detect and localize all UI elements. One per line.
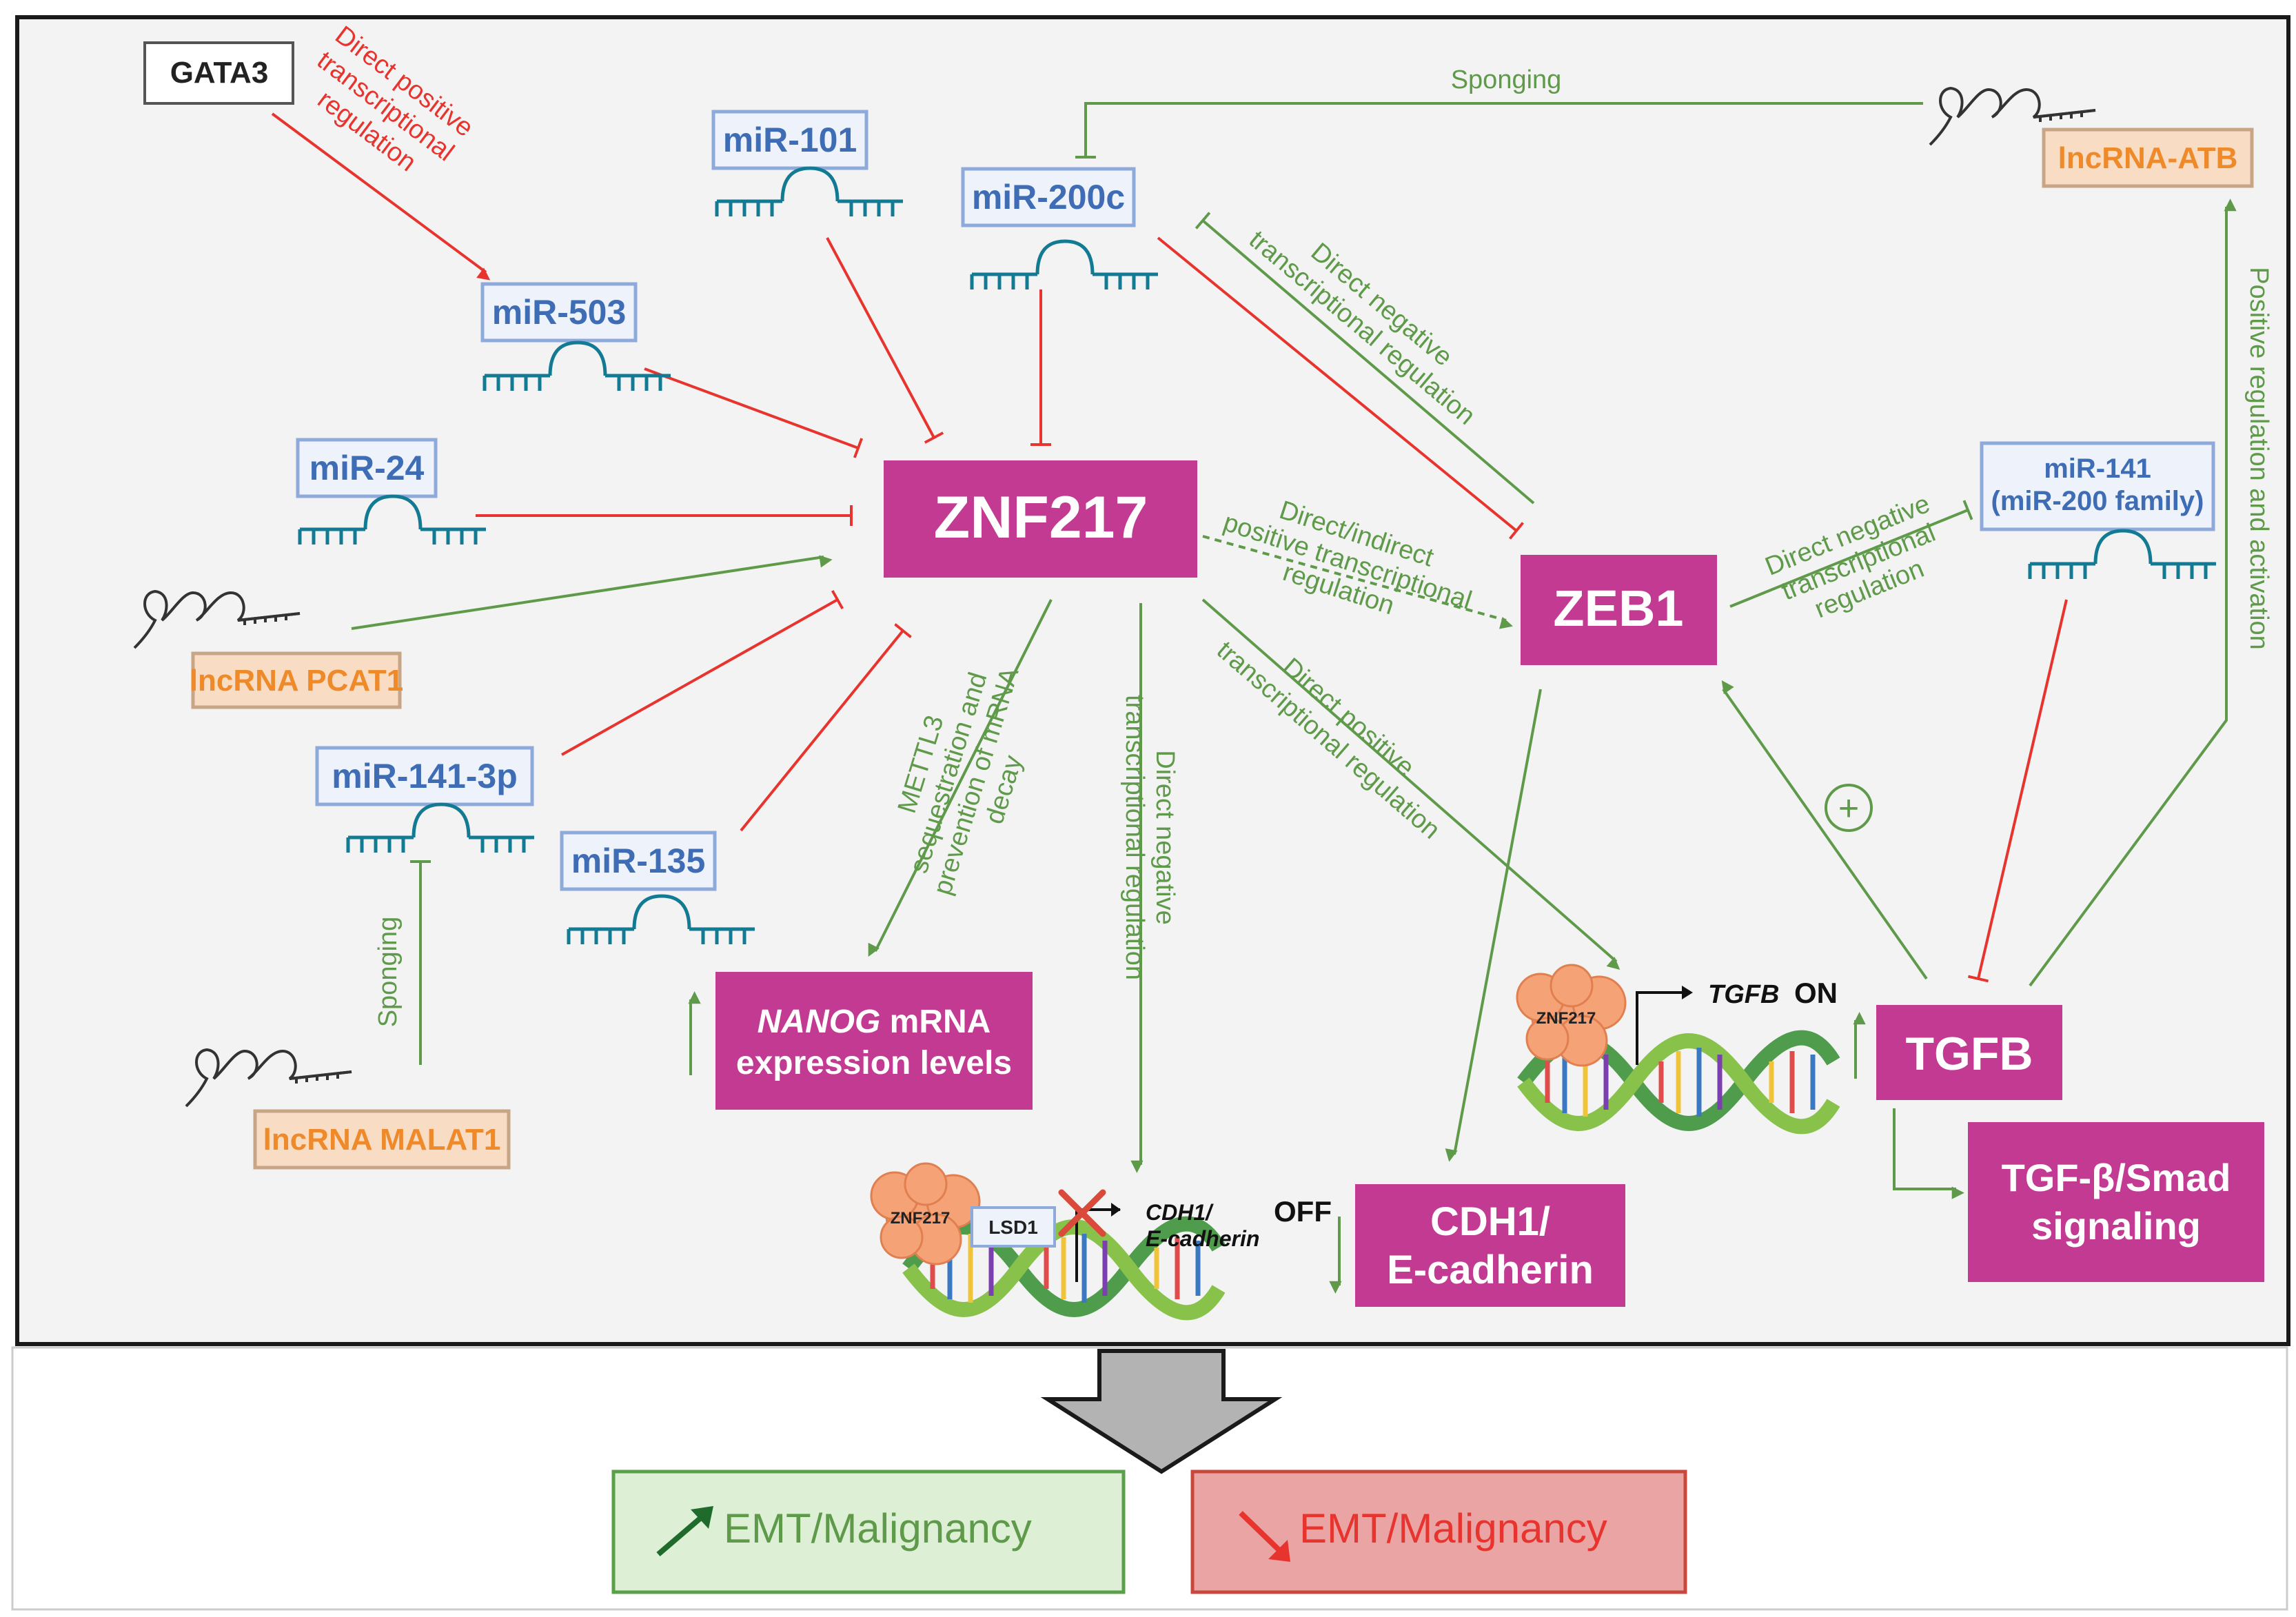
edge-znf217-zeb1 [1202, 535, 1513, 629]
svg-text:lncRNA PCAT1: lncRNA PCAT1 [190, 664, 403, 698]
svg-text:EMT/Malignancy: EMT/Malignancy [724, 1505, 1032, 1552]
svg-text:CDH1/: CDH1/ [1146, 1200, 1214, 1225]
svg-text:OFF: OFF [1274, 1195, 1332, 1228]
node-mir503: miR-503 [480, 282, 671, 391]
edge-mir101-znf217 [826, 237, 944, 444]
node-mir135: miR-135 [560, 831, 755, 944]
node-zeb1: ZEB1 [1521, 555, 1717, 665]
edge-gata3-mir503 [271, 112, 491, 281]
node-mir24: miR-24 [296, 438, 486, 545]
edge-tgfb-atb [2029, 199, 2237, 987]
svg-text:Positive regulation and activa: Positive regulation and activation [2244, 267, 2273, 650]
svg-text:TGF-β/Smad: TGF-β/Smad [2002, 1156, 2231, 1199]
svg-text:lncRNA-ATB: lncRNA-ATB [2058, 141, 2238, 175]
svg-text:LSD1: LSD1 [988, 1217, 1038, 1238]
svg-text:ZEB1: ZEB1 [1553, 580, 1683, 637]
svg-text:(miR-200 family): (miR-200 family) [1991, 486, 2204, 516]
outcome-increase: EMT/Malignancy [611, 1469, 1126, 1594]
edge-zeb1-cdh1 [1445, 689, 1542, 1162]
edge-mir1413p-znf217 [561, 589, 844, 756]
svg-text:TGFB: TGFB [1708, 980, 1779, 1009]
svg-text:transcriptional regulation: transcriptional regulation [1120, 695, 1149, 980]
edge-mir135-znf217 [740, 623, 912, 832]
svg-text:NANOG mRNA: NANOG mRNA [758, 1004, 991, 1040]
edge-znf217-tgfbdna [1201, 598, 1621, 970]
edge-tgfb-zeb1 [1721, 680, 1928, 980]
node-tgfb: TGFB [1876, 1005, 2062, 1100]
svg-text:lncRNA MALAT1: lncRNA MALAT1 [263, 1123, 501, 1157]
node-pcat1: lncRNA PCAT1 [133, 590, 403, 709]
plus-icon [1825, 784, 1873, 832]
outcome-decrease: EMT/Malignancy [1190, 1469, 1687, 1594]
svg-text:miR-141: miR-141 [2044, 454, 2151, 484]
svg-text:ZNF217: ZNF217 [1536, 1009, 1596, 1028]
plus-sign: + [1838, 789, 1859, 828]
svg-text:ZNF217: ZNF217 [934, 485, 1148, 551]
svg-text:CDH1/: CDH1/ [1430, 1199, 1550, 1244]
node-mir141: miR-141 (miR-200 family) [1980, 441, 2216, 579]
node-tgf-smad: TGF-β/Smad signaling [1968, 1122, 2264, 1282]
dna-tgfb-on: ZNF217 TGFB ON [1517, 964, 1838, 1126]
edge-mir503-znf217 [644, 367, 864, 458]
node-malat1: lncRNA MALAT1 [185, 1048, 511, 1170]
lsd1-box [971, 1206, 1056, 1248]
svg-text:E-cadherin: E-cadherin [1146, 1226, 1259, 1251]
arrow-up-icon [656, 1510, 709, 1557]
node-mir200c: miR-200c [961, 167, 1158, 289]
dna-cdh1-off: ZNF217 LSD1 CDH1/ E-cadherin OFF [870, 1162, 1332, 1312]
label-positive-regulation: Positive regulation and activation [2244, 267, 2273, 650]
edge-tgfb-smad [1893, 1108, 1964, 1199]
edge-zeb1-mir141 [1729, 500, 1973, 608]
label-cdh1-negative: Direct negative transcriptional regulati… [1120, 695, 1179, 980]
svg-text:EMT/Malignancy: EMT/Malignancy [1299, 1505, 1607, 1552]
node-atb: lncRNA-ATB [1929, 87, 2254, 188]
edge-zeb1-mir200c [1195, 212, 1535, 505]
svg-text:miR-101: miR-101 [723, 121, 857, 159]
svg-text:ZNF217: ZNF217 [891, 1209, 951, 1228]
svg-text:Sponging: Sponging [374, 917, 403, 1028]
node-gata3: GATA3 [143, 41, 294, 105]
svg-text:signaling: signaling [2031, 1204, 2201, 1248]
edge-mir141-tgfb [1967, 599, 2068, 983]
svg-text:ON: ON [1794, 977, 1838, 1009]
edge-atb-mir200c [1075, 102, 1923, 159]
arrow-down-icon [1239, 1511, 1286, 1556]
svg-text:expression levels: expression levels [736, 1045, 1012, 1081]
node-nanog: NANOG mRNA expression levels [715, 972, 1033, 1110]
node-cdh1: CDH1/ E-cadherin [1355, 1184, 1625, 1307]
label-sponging-top: Sponging [1451, 65, 1562, 94]
node-mir1413p: miR-141-3p [315, 746, 534, 853]
node-mir101: miR-101 [711, 110, 903, 216]
edge-znf217-nanog [868, 599, 1053, 957]
svg-text:miR-503: miR-503 [492, 293, 627, 332]
svg-text:Direct negative: Direct negative [1150, 750, 1179, 924]
blocked-x-icon [1058, 1189, 1106, 1237]
edge-mir200c-zeb1 [1157, 236, 1525, 540]
svg-text:miR-200c: miR-200c [972, 178, 1125, 216]
svg-text:miR-135: miR-135 [571, 842, 706, 880]
edge-pcat1-znf217 [351, 555, 833, 630]
label-sponging-malat1: Sponging [374, 917, 403, 1028]
svg-text:TGFB: TGFB [1905, 1028, 2033, 1080]
svg-text:miR-141-3p: miR-141-3p [332, 757, 518, 795]
svg-text:miR-24: miR-24 [309, 449, 425, 487]
svg-text:E-cadherin: E-cadherin [1387, 1248, 1594, 1292]
node-znf217: ZNF217 [884, 460, 1197, 578]
svg-text:GATA3: GATA3 [170, 56, 269, 90]
down-arrow-icon [1040, 1349, 1283, 1474]
